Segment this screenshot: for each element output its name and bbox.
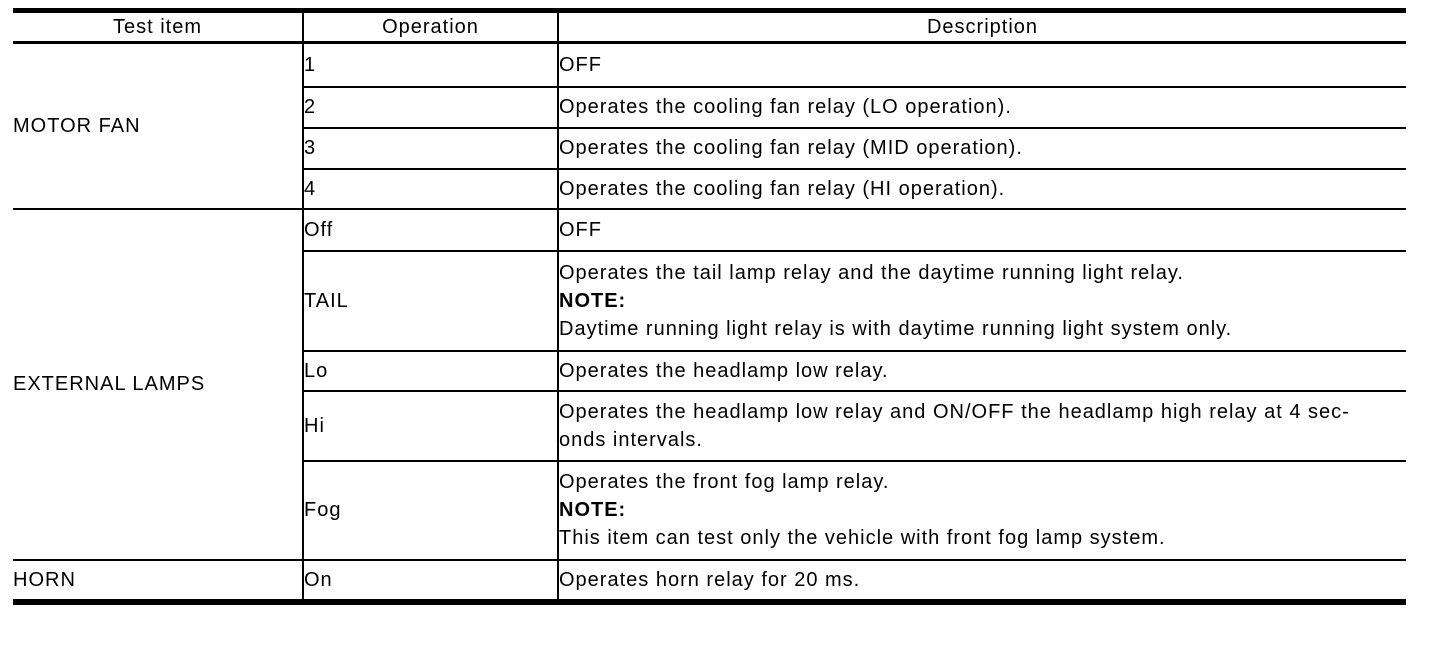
table-row: EXTERNAL LAMPS Off OFF xyxy=(13,208,1406,561)
header-row: Test item Operation Description xyxy=(13,10,1406,44)
description-cell: Operates the cooling fan relay (MID oper… xyxy=(558,127,1406,170)
description-line: Operates the cooling fan relay (MID oper… xyxy=(559,137,1023,159)
operation-cell: 1 xyxy=(303,42,559,88)
description-line: Operates the front fog lamp relay. xyxy=(559,471,890,493)
column-header-operation: Operation xyxy=(303,10,559,44)
description-cell: Operates horn relay for 20 ms. xyxy=(558,559,1406,603)
description-cell: OFF xyxy=(558,208,1406,252)
operation-cell: Off xyxy=(303,208,559,252)
table-row: Hi Operates the headlamp low relay and O… xyxy=(13,390,1406,462)
description-line: Operates the cooling fan relay (HI opera… xyxy=(559,177,1006,200)
table-row: 4 Operates the cooling fan relay (HI ope… xyxy=(13,168,1406,210)
column-header-test-item: Test item xyxy=(13,10,304,44)
note-label: NOTE: xyxy=(559,289,627,312)
operation-cell: TAIL xyxy=(303,250,559,352)
table-row: Lo Operates the headlamp low relay. xyxy=(13,350,1406,392)
description-line: Operates the cooling fan relay (LO opera… xyxy=(559,96,1012,118)
table-row: 3 Operates the cooling fan relay (MID op… xyxy=(13,127,1406,170)
description-line: onds intervals. xyxy=(559,428,703,451)
table-row: Fog Operates the front fog lamp relay. N… xyxy=(13,460,1406,561)
description-cell: Operates the headlamp low relay and ON/O… xyxy=(558,390,1406,462)
operation-cell: Fog xyxy=(303,460,559,561)
operation-cell: On xyxy=(303,559,559,603)
description-cell: Operates the tail lamp relay and the day… xyxy=(558,250,1406,352)
description-line: Operates the headlamp low relay and ON/O… xyxy=(559,400,1350,423)
note-label: NOTE: xyxy=(559,499,627,521)
table-row: HORN On Operates horn relay for 20 ms. xyxy=(13,559,1406,603)
description-line: Operates horn relay for 20 ms. xyxy=(559,568,861,591)
description-cell: OFF xyxy=(558,42,1406,88)
description-cell: Operates the cooling fan relay (HI opera… xyxy=(558,168,1406,210)
description-line: Daytime running light relay is with dayt… xyxy=(559,317,1233,340)
operation-cell: 3 xyxy=(303,127,559,170)
description-cell: Operates the headlamp low relay. xyxy=(558,350,1406,392)
description-cell: Operates the front fog lamp relay. NOTE:… xyxy=(558,460,1406,561)
test-item-cell: MOTOR FAN xyxy=(13,42,304,210)
description-line: OFF xyxy=(559,218,602,241)
description-line: Operates the headlamp low relay. xyxy=(559,359,889,382)
table-row: MOTOR FAN 1 OFF xyxy=(13,42,1406,210)
table-row: 2 Operates the cooling fan relay (LO ope… xyxy=(13,86,1406,129)
active-test-table: Test item Operation Description MOTOR FA… xyxy=(13,8,1406,605)
table-row: TAIL Operates the tail lamp relay and th… xyxy=(13,250,1406,352)
test-item-cell: HORN xyxy=(13,559,304,603)
column-header-description: Description xyxy=(558,10,1406,44)
operation-cell: Lo xyxy=(303,350,559,392)
description-line: Operates the tail lamp relay and the day… xyxy=(559,261,1184,284)
operation-cell: 4 xyxy=(303,168,559,210)
operation-cell: Hi xyxy=(303,390,559,462)
description-cell: Operates the cooling fan relay (LO opera… xyxy=(558,86,1406,129)
description-line: OFF xyxy=(559,53,602,76)
test-item-cell: EXTERNAL LAMPS xyxy=(13,208,304,561)
description-line: This item can test only the vehicle with… xyxy=(559,527,1166,549)
operation-cell: 2 xyxy=(303,86,559,129)
